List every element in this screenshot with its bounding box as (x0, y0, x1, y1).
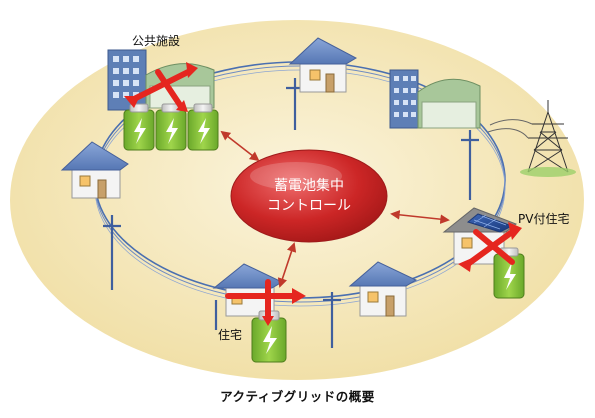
central-control-label-line2: コントロール (267, 198, 351, 214)
pv-house-label: PV付住宅 (518, 212, 570, 226)
top-right-facility-icon (389, 69, 481, 129)
public-facility-label: 公共施設 (132, 34, 181, 48)
bottom-right-house-icon (348, 261, 418, 317)
control-arrows (220, 130, 450, 288)
pv-house-battery (493, 247, 525, 299)
public-facility-batteries (123, 103, 219, 151)
transmission-tower-icon (487, 100, 576, 177)
diagram-caption: アクティブグリッドの概要 (220, 389, 375, 404)
bottom-house-flow-arrows (225, 279, 306, 326)
central-control-node (230, 149, 388, 243)
left-house-icon (60, 141, 129, 199)
public-facility-flow-arrows (124, 62, 198, 112)
central-control-label-line1: 蓄電池集中 (274, 178, 344, 194)
top-house-icon (288, 37, 358, 93)
house-label: 住宅 (218, 328, 243, 342)
central-control-label: 蓄電池集中 コントロール (232, 176, 386, 216)
pv-house-flow-arrows (458, 222, 522, 272)
